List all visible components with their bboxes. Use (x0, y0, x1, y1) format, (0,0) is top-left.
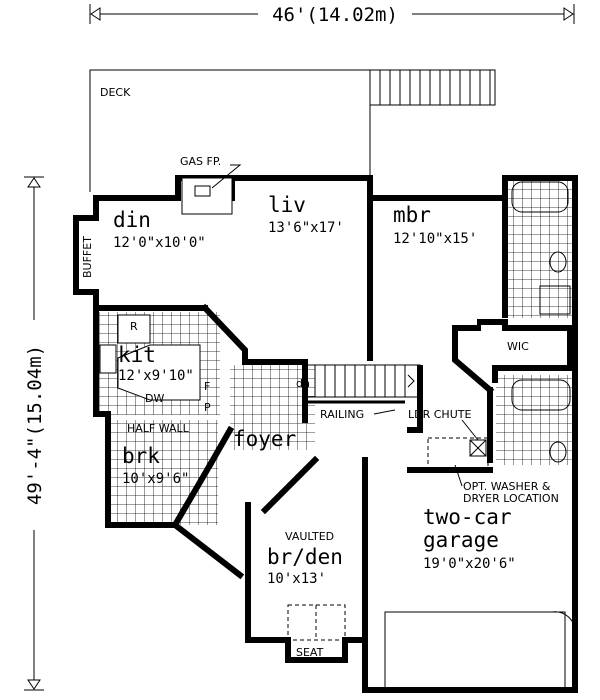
room-size-brk: 10'x9'6" (122, 471, 189, 487)
bath-tub (511, 379, 571, 411)
depth-dimension: 49'-4"(15.04m) (24, 345, 46, 505)
fridge (117, 314, 151, 344)
room-size-liv: 13'6"x17' (268, 220, 344, 236)
interior-walls (93, 195, 573, 643)
kitchen-island (117, 344, 201, 401)
freezer-label: F (204, 380, 210, 393)
stairs (304, 364, 421, 404)
room-size-garage: 19'0"x20'6" (423, 556, 516, 572)
gas-fp-label: GAS FP. (180, 155, 221, 168)
washer-label-1: OPT. WASHER & (463, 480, 551, 493)
buffet-label: BUFFET (81, 236, 94, 278)
dn-label: dn (296, 377, 310, 390)
room-size-kit: 12'x9'10" (118, 368, 194, 384)
sink (99, 344, 117, 374)
bath-toilet (549, 441, 567, 463)
room-name-liv: liv (268, 193, 306, 217)
room-name-garage-2: garage (423, 528, 499, 552)
toilet (549, 251, 567, 273)
dishwasher-label: DW (145, 392, 164, 405)
vaulted-label: VAULTED (285, 530, 334, 543)
fridge-label: R (130, 320, 138, 333)
room-size-din: 12'0"x10'0" (113, 235, 206, 251)
shower (539, 285, 571, 315)
washer-area (427, 437, 489, 469)
deck (89, 69, 496, 192)
depth-dimension-line (24, 176, 44, 691)
deck-label: DECK (100, 86, 131, 99)
room-name-garage-1: two-car (423, 505, 512, 529)
wic-label: WIC (507, 340, 529, 353)
foyer-tile (230, 365, 315, 450)
seat-label: SEAT (296, 646, 324, 659)
room-name-din: din (113, 208, 151, 232)
breakfast-tile (108, 420, 218, 525)
window-seat (287, 604, 346, 641)
room-name-brden: br/den (267, 545, 343, 569)
width-dimension: 46'(14.02m) (272, 4, 398, 26)
bath-tile (496, 375, 574, 465)
ensuite-tile (505, 180, 573, 318)
pantry-label: P (204, 401, 211, 414)
garage-door (384, 611, 576, 693)
room-name-kit: kit (118, 343, 156, 367)
half-wall-label: HALF WALL (127, 422, 190, 435)
ldr-chute-label: LDR CHUTE (408, 408, 471, 421)
room-name-mbr: mbr (393, 203, 431, 227)
room-size-brden: 10'x13' (267, 571, 326, 587)
room-size-mbr: 12'10"x15' (393, 231, 477, 247)
railing-label: RAILING (320, 408, 364, 421)
tub (511, 181, 569, 213)
washer-label-2: DRYER LOCATION (463, 492, 559, 505)
room-name-brk: brk (122, 444, 160, 468)
width-dimension-line (89, 4, 575, 24)
room-name-foyer: foyer (233, 427, 296, 451)
